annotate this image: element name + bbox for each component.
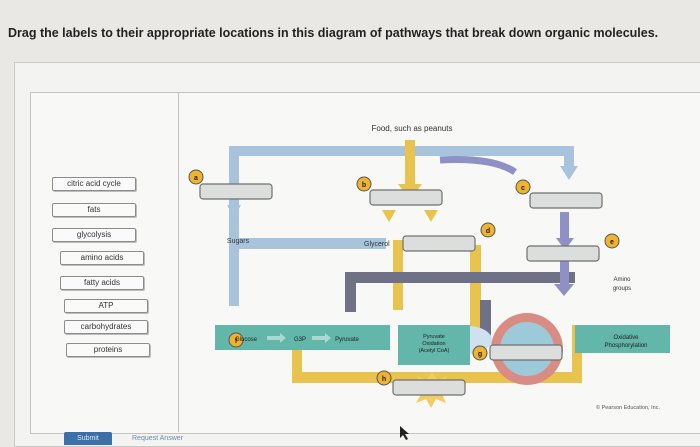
glucose-label: Glucose <box>235 337 258 343</box>
target-e <box>526 245 600 262</box>
target-g <box>489 344 563 361</box>
label-carbohydrates[interactable]: carbohydrates <box>64 320 148 334</box>
g3p-label: G3P <box>294 337 306 343</box>
target-d <box>402 235 476 252</box>
oxidative-label-2: Phosphorylation <box>604 343 647 349</box>
glycerol-arrow <box>424 210 438 222</box>
label-citric-acid-cycle[interactable]: citric acid cycle <box>52 177 136 191</box>
pyruvate-oxidation-3: (Acetyl CoA) <box>419 348 450 354</box>
label-fats[interactable]: fats <box>52 203 136 217</box>
amino-groups-label-2: groups <box>613 286 631 292</box>
amino-arrow-top <box>560 166 578 180</box>
pyruvate-label: Pyruvate <box>335 337 359 343</box>
drop-targets[interactable] <box>199 183 603 396</box>
marker-h: h <box>382 376 386 383</box>
request-answer-link[interactable]: Request Answer <box>132 435 183 442</box>
sugars-label: Sugars <box>227 238 250 245</box>
glycolysis-panel <box>215 325 390 350</box>
copyright-text: © Pearson Education, Inc. <box>596 404 660 411</box>
phosphorylation-panel <box>575 325 670 353</box>
label-atp[interactable]: ATP <box>64 299 148 313</box>
marker-c: c <box>521 185 525 192</box>
target-a <box>199 183 273 200</box>
target-b <box>369 189 443 206</box>
target-h <box>392 379 466 396</box>
submit-button[interactable]: Submit <box>64 432 112 445</box>
mouse-cursor-icon <box>400 426 409 440</box>
blue-pathway <box>229 146 574 306</box>
amino-groups-label-1: Amino <box>613 277 631 283</box>
marker-d: d <box>486 228 490 235</box>
marker-e: e <box>610 239 614 246</box>
target-c <box>529 192 603 209</box>
pyruvate-oxidation-2: Oxidation <box>422 341 445 347</box>
label-proteins[interactable]: proteins <box>66 343 150 357</box>
workspace-divider <box>178 92 179 432</box>
label-amino-acids[interactable]: amino acids <box>60 251 144 265</box>
sugars-arrow <box>227 205 241 218</box>
violet-arrows <box>439 156 574 296</box>
pyruvate-oxidation-1: Pyruvate <box>423 334 445 340</box>
oxidation-panel <box>398 325 470 365</box>
glycerol-label: Glycerol <box>364 241 390 248</box>
stage-arrows <box>267 333 331 343</box>
fatty-arrow <box>382 210 396 222</box>
marker-a: a <box>194 175 198 182</box>
label-glycolysis[interactable]: glycolysis <box>52 228 136 242</box>
letter-markers: a b c d e f g h <box>188 169 620 386</box>
marker-f: f <box>235 338 238 345</box>
gray-pathway <box>345 272 575 336</box>
oxidative-label-1: Oxidative <box>613 335 639 341</box>
food-label: Food, such as peanuts <box>372 124 453 133</box>
marker-g: g <box>478 351 482 358</box>
marker-b: b <box>362 182 366 189</box>
question-text: Drag the labels to their appropriate loc… <box>8 26 659 40</box>
label-fatty-acids[interactable]: fatty acids <box>60 276 144 290</box>
